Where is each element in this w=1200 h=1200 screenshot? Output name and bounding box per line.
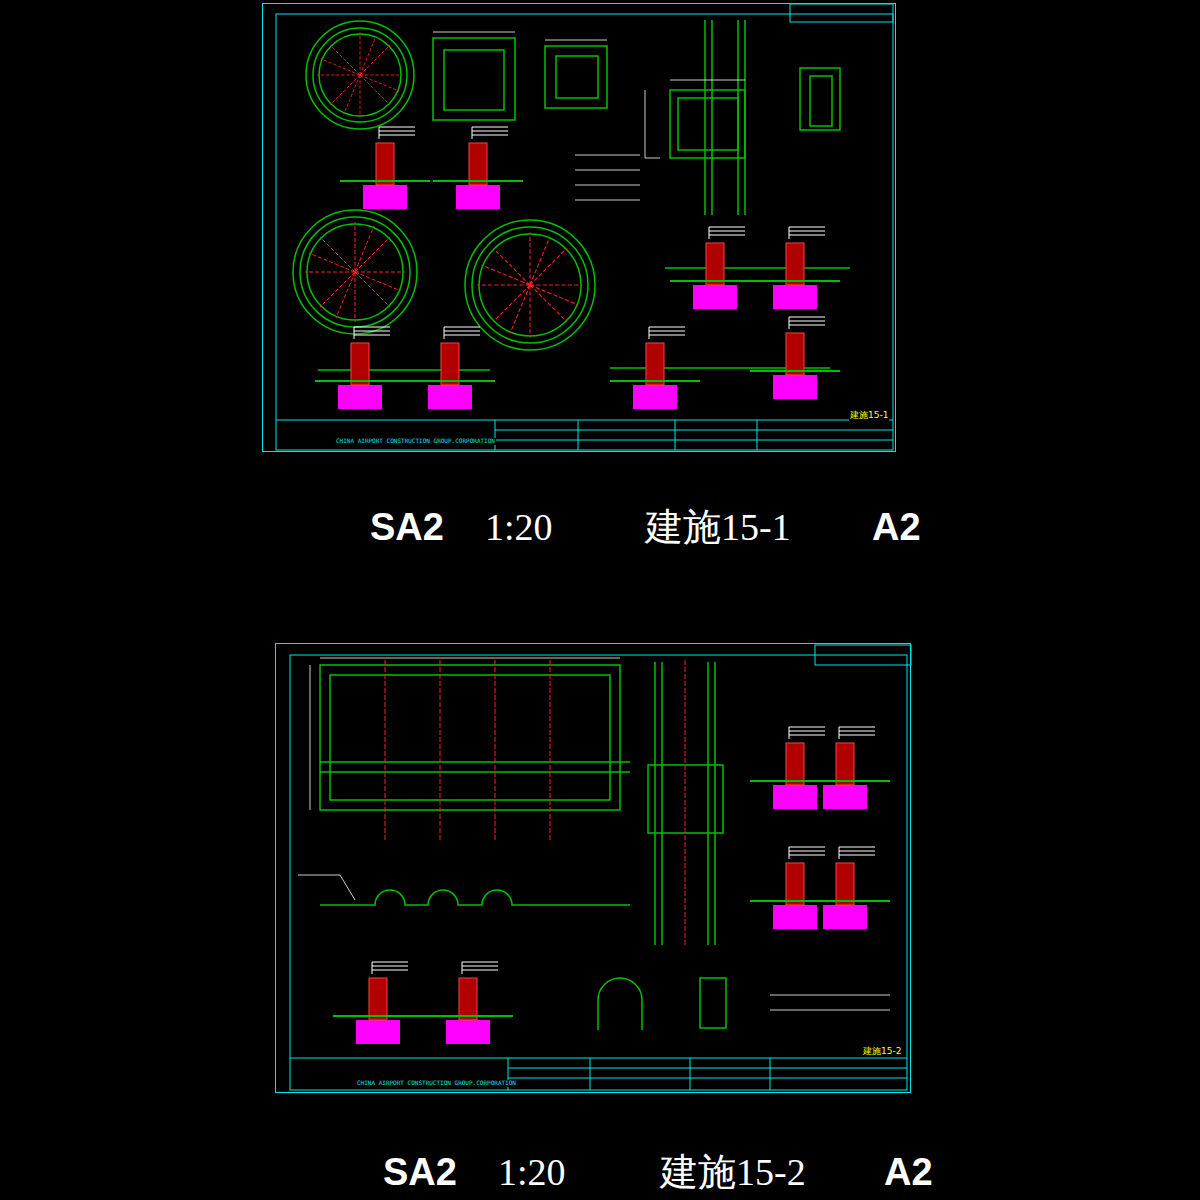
sheet-caption: SA2: [383, 1153, 457, 1191]
sheet-number: 建施15-2: [862, 1047, 902, 1057]
sheet-number: 建施15-1: [849, 411, 889, 421]
sheet-caption: A2: [884, 1153, 933, 1191]
company-name: CHINA AIRPORT CONSTRUCTION GROUP.CORPORA…: [335, 438, 496, 445]
drawing-sheet: 建施15-2CHINA AIRPORT CONSTRUCTION GROUP.C…: [275, 643, 911, 1093]
sheet-caption: 1:20: [498, 1153, 566, 1191]
sheet-caption: A2: [872, 508, 921, 546]
sheet-caption: 1:20: [485, 508, 553, 546]
company-name: CHINA AIRPORT CONSTRUCTION GROUP.CORPORA…: [356, 1080, 517, 1087]
sheet-caption: SA2: [370, 508, 444, 546]
drawing-sheet: 建施15-1CHINA AIRPORT CONSTRUCTION GROUP.C…: [262, 3, 896, 452]
sheet-caption: 建施15-1: [645, 508, 791, 546]
sheet-caption: 建施15-2: [660, 1153, 806, 1191]
